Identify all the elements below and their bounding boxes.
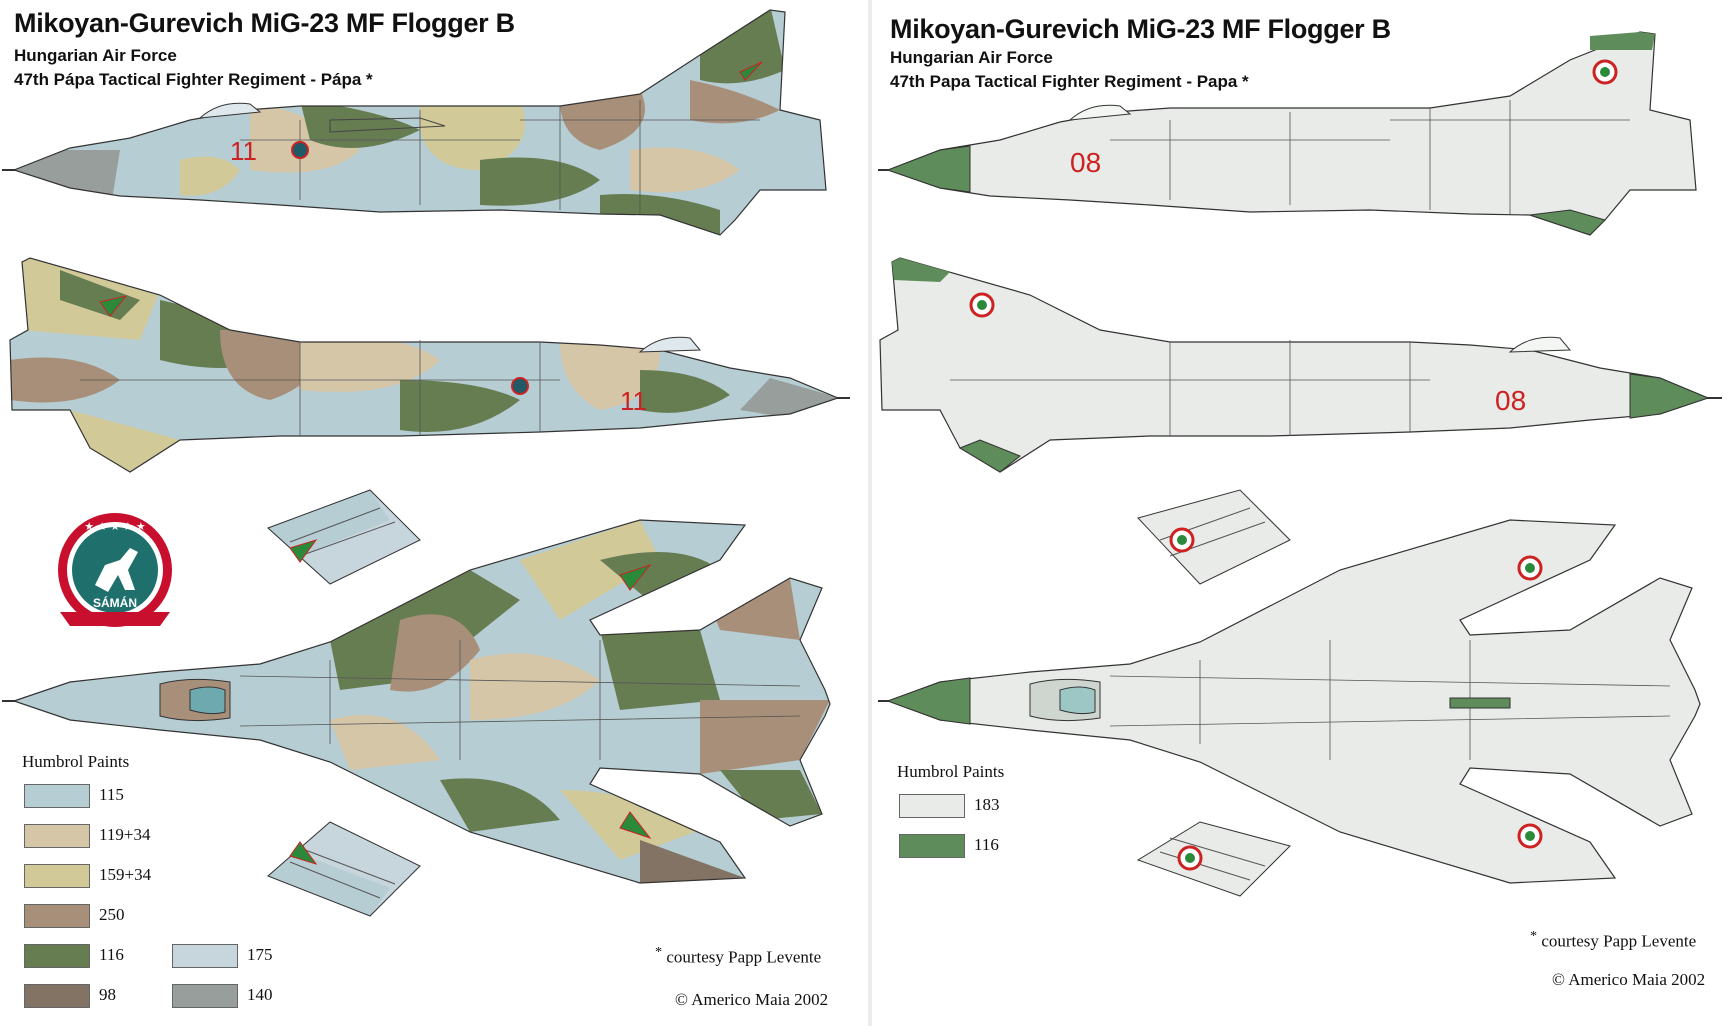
paint-swatch bbox=[24, 984, 90, 1008]
wing-detail-upper bbox=[1137, 489, 1291, 585]
courtesy-text: courtesy Papp Levente bbox=[666, 947, 822, 967]
squadron-badge: SÁMÁN ★ ★ ★ ★ ★ bbox=[58, 513, 172, 627]
paint-swatch bbox=[24, 904, 90, 928]
paint-swatch bbox=[24, 944, 90, 968]
side-view-port: 08 bbox=[878, 31, 1697, 236]
side-view-starboard: 08 bbox=[879, 257, 1722, 473]
courtesy-text: courtesy Papp Levente bbox=[1541, 931, 1697, 951]
top-view bbox=[878, 519, 1701, 884]
legend-title: Humbrol Paints bbox=[897, 762, 1005, 781]
copyright: © Americo Maia 2002 bbox=[1552, 970, 1706, 989]
paint-code-label: 116 bbox=[99, 945, 124, 964]
svg-text:★ ★ ★ ★ ★: ★ ★ ★ ★ ★ bbox=[84, 521, 146, 533]
side-number-port: 11 bbox=[230, 136, 257, 166]
page-title: Mikoyan-Gurevich MiG-23 MF Flogger B bbox=[890, 14, 1391, 44]
grey-scheme-panel: Mikoyan-Gurevich MiG-23 MF Flogger B Hun… bbox=[870, 0, 1734, 1026]
unit-subtitle: Hungarian Air Force bbox=[890, 48, 1053, 67]
paint-swatch bbox=[24, 784, 90, 808]
side-number-starboard: 11 bbox=[620, 386, 647, 416]
paint-code-label: 116 bbox=[974, 835, 999, 854]
wing-detail-lower bbox=[267, 821, 421, 917]
paint-code-label: 119+34 bbox=[99, 825, 151, 844]
paint-code-label: 175 bbox=[247, 945, 273, 964]
copyright: © Americo Maia 2002 bbox=[675, 990, 829, 1009]
grey-aircraft-views: 08 08 bbox=[878, 31, 1722, 897]
asterisk: * bbox=[655, 944, 663, 960]
paint-swatch bbox=[899, 834, 965, 858]
badge-text: SÁMÁN bbox=[93, 595, 137, 610]
paint-swatch bbox=[172, 944, 238, 968]
page-title: Mikoyan-Gurevich MiG-23 MF Flogger B bbox=[14, 8, 515, 38]
regiment-subtitle: 47th Pápa Tactical Fighter Regiment - Pá… bbox=[14, 70, 373, 89]
paint-code-label: 98 bbox=[99, 985, 116, 1004]
wing-detail-lower bbox=[1136, 821, 1291, 897]
asterisk: * bbox=[1530, 928, 1538, 944]
side-number-starboard: 08 bbox=[1495, 385, 1526, 416]
courtesy-credit: * courtesy Papp Levente bbox=[1530, 928, 1696, 952]
paint-code-label: 115 bbox=[99, 785, 124, 804]
side-number-port: 08 bbox=[1070, 147, 1101, 178]
paint-code-label: 159+34 bbox=[99, 865, 152, 884]
camouflage-aircraft-views: 11 11 bbox=[2, 9, 850, 917]
wing-detail-upper bbox=[267, 489, 421, 585]
panel-divider bbox=[868, 0, 872, 1026]
paint-swatch bbox=[172, 984, 238, 1008]
unit-subtitle: Hungarian Air Force bbox=[14, 46, 177, 65]
paint-swatch bbox=[24, 864, 90, 888]
paint-code-label: 140 bbox=[247, 985, 273, 1004]
paint-code-label: 183 bbox=[974, 795, 1000, 814]
top-view bbox=[2, 519, 831, 884]
regiment-subtitle: 47th Papa Tactical Fighter Regiment - Pa… bbox=[890, 72, 1249, 91]
side-view-port: 11 bbox=[2, 9, 827, 236]
paint-swatch bbox=[899, 794, 965, 818]
paint-code-label: 250 bbox=[99, 905, 125, 924]
legend-title: Humbrol Paints bbox=[22, 752, 130, 771]
side-view-starboard: 11 bbox=[9, 257, 850, 473]
paint-swatch bbox=[24, 824, 90, 848]
courtesy-credit: * courtesy Papp Levente bbox=[655, 944, 821, 968]
camouflage-scheme-panel: Mikoyan-Gurevich MiG-23 MF Flogger B Hun… bbox=[2, 8, 850, 1009]
